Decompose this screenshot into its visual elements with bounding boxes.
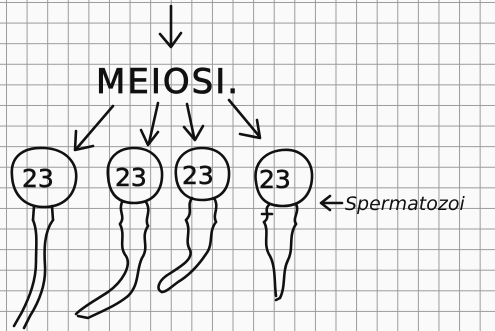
spermatozoon-1: 23 [12, 148, 76, 328]
diagram-title: MEIOSI. [96, 62, 240, 102]
arrow-to-cell-3 [184, 104, 203, 140]
incoming-arrow [160, 6, 181, 47]
spermatozoon-2: 23 [76, 148, 162, 318]
arrow-to-cell-4 [229, 100, 260, 138]
spermatozoon-4: 23 [256, 150, 313, 300]
chromosome-count-3: 23 [182, 161, 214, 190]
chromosome-count-1: 23 [22, 164, 54, 193]
arrow-to-cell-2 [141, 103, 158, 145]
spermatozoon-3: 23 [159, 148, 230, 292]
chromosome-count-2: 23 [115, 163, 147, 192]
chromosome-count-4: 23 [259, 165, 291, 194]
spermatozoa-label: Spermatozoi [345, 193, 465, 215]
arrow-to-cell-1 [75, 106, 113, 150]
spermatozoa-label-group: Spermatozoi [321, 193, 465, 215]
